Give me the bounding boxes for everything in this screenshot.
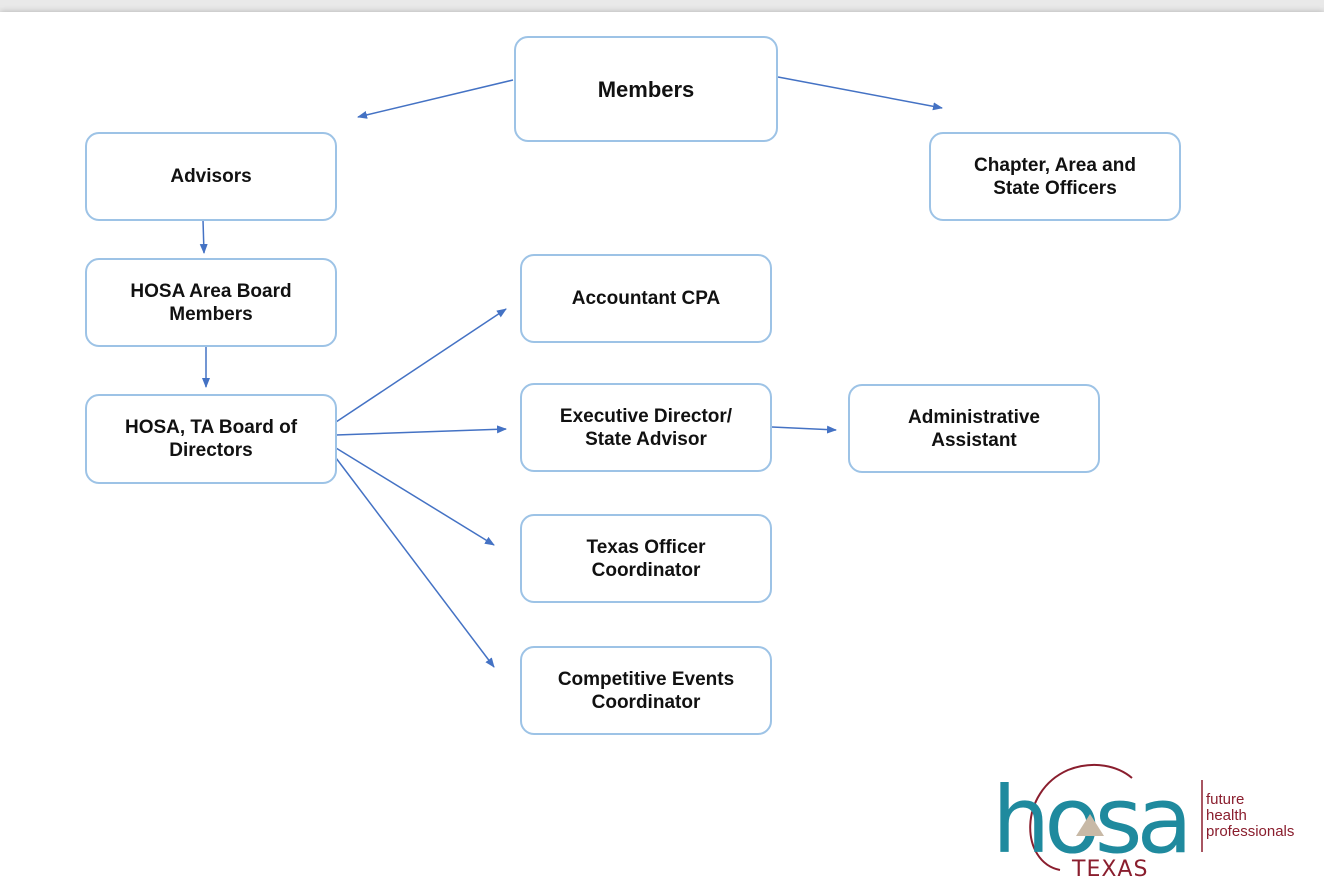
node-competitive-events-coordinator: Competitive Events Coordinator [520,646,772,735]
node-texas-officer-coordinator: Texas Officer Coordinator [520,514,772,603]
node-hosa-ta-board-of-directors: HOSA, TA Board of Directors [85,394,337,484]
node-accountant-cpa: Accountant CPA [520,254,772,343]
arrow-advisors-to-area-board [199,219,208,254]
node-hosa-area-board-members: HOSA Area Board Members [85,258,337,347]
arrow-directors-to-events-coordinator [335,457,495,668]
arrow-directors-to-officer-coordinator [335,447,495,546]
logo-swoosh-arc [1029,763,1133,871]
logo-tagline-health: health [1206,807,1247,824]
arrow-members-to-advisors [357,79,514,119]
node-members: Members [514,36,778,142]
logo-state-texas: TEXAS [1071,857,1148,877]
arrow-members-to-officers [777,76,943,111]
node-chapter-area-state-officers: Chapter, Area and State Officers [929,132,1181,221]
node-administrative-assistant: Administrative Assistant [848,384,1100,473]
node-advisors: Advisors [85,132,337,221]
arrow-directors-to-accountant [335,308,507,423]
logo-tagline-professionals: professionals [1206,823,1294,840]
logo-tagline-future: future [1206,791,1244,808]
arrow-executive-to-admin [771,425,837,434]
hosa-texas-logo: hosa future health professionals TEXAS [992,763,1294,877]
node-executive-director: Executive Director/ State Advisor [520,383,772,472]
arrow-directors-to-executive [335,425,507,436]
logo-triangle-icon [1076,814,1104,836]
